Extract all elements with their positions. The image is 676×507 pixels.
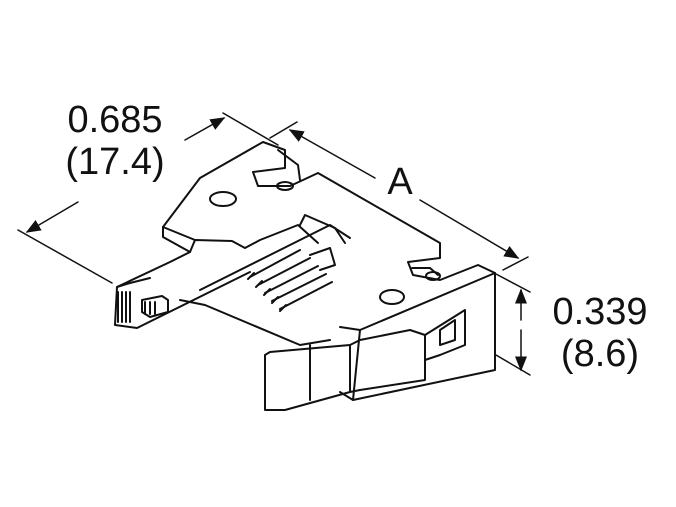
height-inches-label: 0.339 [552, 291, 648, 333]
height-mm-label: (8.6) [560, 333, 640, 375]
width-a-label: A [387, 161, 413, 203]
connector-body [114, 141, 496, 411]
length-inches-label: 0.685 [67, 99, 163, 141]
length-mm-label: (17.4) [65, 141, 165, 183]
dimension-height [495, 273, 531, 376]
dimension-length [17, 112, 279, 284]
dimension-a [269, 121, 529, 271]
